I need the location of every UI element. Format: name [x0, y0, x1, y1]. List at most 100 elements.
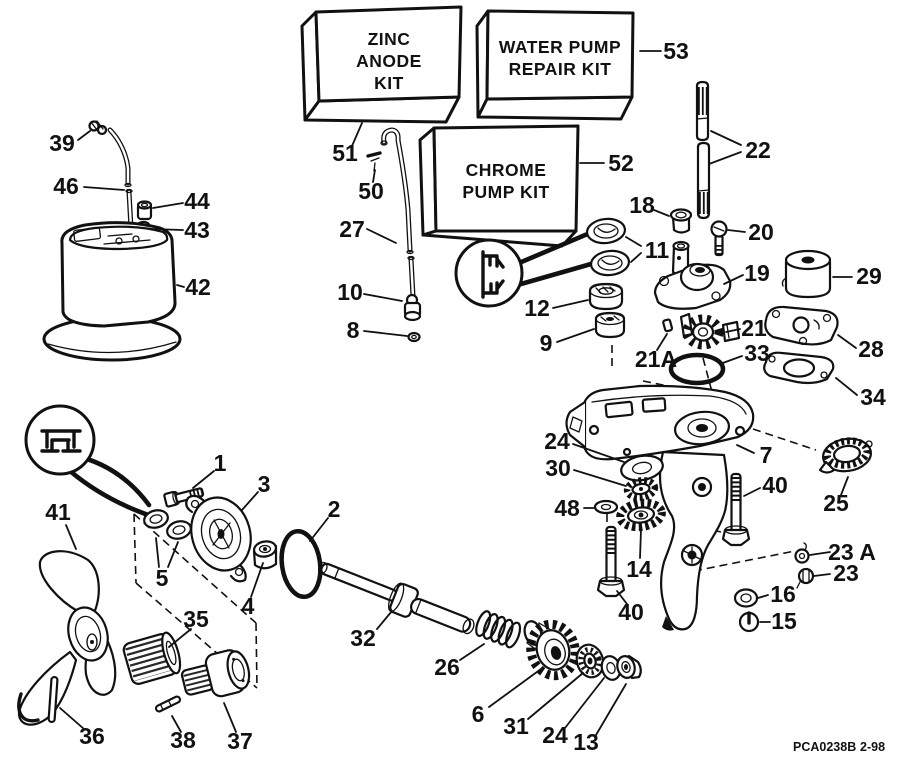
leader-43	[150, 228, 184, 231]
part-3-bearing-head	[185, 494, 252, 583]
zinc-kit-line-1: ZINC	[368, 29, 411, 49]
callout-24-lower: 24	[542, 722, 568, 748]
callout-5: 5	[156, 565, 169, 591]
part-21-impeller	[679, 312, 741, 350]
callout-42: 42	[185, 274, 211, 300]
leader-21A	[656, 333, 668, 351]
part-4-bushing	[252, 540, 278, 570]
leader-37	[223, 702, 237, 733]
chrome-kit-line-2: PUMP KIT	[462, 182, 549, 202]
leader-9	[556, 328, 595, 343]
callout-19: 19	[744, 260, 770, 286]
callout-4: 4	[242, 593, 255, 619]
callout-21: 21	[741, 315, 767, 341]
leader-19	[723, 274, 744, 285]
callout-21A: 21A	[635, 346, 677, 372]
callout-53: 53	[663, 38, 689, 64]
callout-33: 33	[744, 340, 770, 366]
leader-12	[552, 299, 589, 309]
leader-11b	[630, 252, 642, 263]
callout-3: 3	[258, 471, 271, 497]
part-29-cap	[781, 249, 832, 299]
leader-25	[840, 476, 849, 496]
chrome-kit-line-1: CHROME	[466, 160, 547, 180]
callout-16: 16	[770, 581, 796, 607]
leader-22b	[708, 151, 742, 165]
part-22-driveshaft	[695, 80, 711, 220]
part-50-screw	[366, 151, 382, 172]
part-36-pin	[47, 675, 59, 724]
callout-20: 20	[748, 219, 774, 245]
leader-7	[736, 444, 755, 454]
part-39-fitting	[88, 120, 108, 136]
water-kit-line-2: REPAIR KIT	[509, 59, 612, 79]
leader-24-lower	[564, 677, 605, 729]
part-37-propeller-bushing	[180, 649, 251, 698]
part-27-flushing-tube	[380, 127, 416, 299]
leader-40-right	[743, 487, 761, 497]
leader-51	[351, 122, 363, 147]
leader-42	[176, 284, 185, 288]
leader-6	[488, 668, 542, 708]
leader-39	[77, 130, 91, 141]
part-48-washer	[593, 499, 619, 515]
leader-33	[719, 355, 743, 365]
part-8-washer	[407, 331, 421, 343]
part-12-bushing	[588, 282, 624, 311]
leader-23	[813, 573, 831, 577]
callout-28: 28	[858, 336, 884, 362]
part-23A-nut	[794, 542, 810, 564]
kit-box-water-pump-repair: WATER PUMP REPAIR KIT	[475, 9, 635, 121]
part-38-shear-pin	[154, 695, 182, 713]
part-41-propeller	[17, 550, 117, 726]
callout-23A: 23 A	[828, 539, 876, 565]
part-23-screw	[796, 567, 815, 589]
leader-38	[171, 715, 182, 733]
callout-12: 12	[524, 295, 550, 321]
callout-40-left: 40	[618, 599, 644, 625]
callout-6: 6	[472, 701, 485, 727]
callout-32: 32	[350, 625, 376, 651]
part-14-gear	[616, 498, 666, 532]
callout-51: 51	[332, 140, 358, 166]
callout-22: 22	[745, 137, 771, 163]
leader-46	[83, 186, 125, 191]
callout-48: 48	[554, 495, 580, 521]
part-18-bushing	[669, 208, 693, 234]
part-16-grommet	[733, 588, 759, 608]
callout-44: 44	[184, 188, 210, 214]
part-13-bushing	[616, 654, 642, 680]
part-24-washer-upper	[620, 454, 664, 482]
part-32-propeller-shaft	[317, 561, 475, 635]
footer: PCA0238B 2-98	[793, 740, 885, 754]
callout-23: 23	[833, 560, 859, 586]
leader-31	[527, 672, 584, 720]
leader-lines	[59, 50, 858, 736]
part-25-anode	[818, 437, 873, 474]
callout-46: 46	[53, 173, 79, 199]
callout-13: 13	[573, 729, 599, 755]
callout-1: 1	[214, 450, 227, 476]
part-34-gasket	[763, 351, 835, 385]
callout-37: 37	[227, 728, 253, 754]
callout-14: 14	[626, 556, 652, 582]
leader-1	[192, 470, 215, 489]
part-15-drain-plug	[738, 611, 760, 633]
part-40-bolt-right	[721, 472, 751, 547]
leader-11a	[625, 236, 642, 247]
callout-35: 35	[183, 606, 209, 632]
part-28-wear-plate	[764, 305, 839, 346]
leader-50	[372, 169, 376, 183]
callout-43: 43	[184, 217, 210, 243]
callout-31: 31	[503, 713, 529, 739]
callout-34: 34	[860, 384, 886, 410]
callout-39: 39	[49, 130, 75, 156]
callout-38: 38	[170, 727, 196, 753]
leader-8	[363, 330, 408, 337]
leader-23A	[809, 551, 831, 556]
part-2-o-ring	[279, 528, 323, 600]
part-6-gear	[523, 619, 580, 681]
callout-30: 30	[545, 455, 571, 481]
